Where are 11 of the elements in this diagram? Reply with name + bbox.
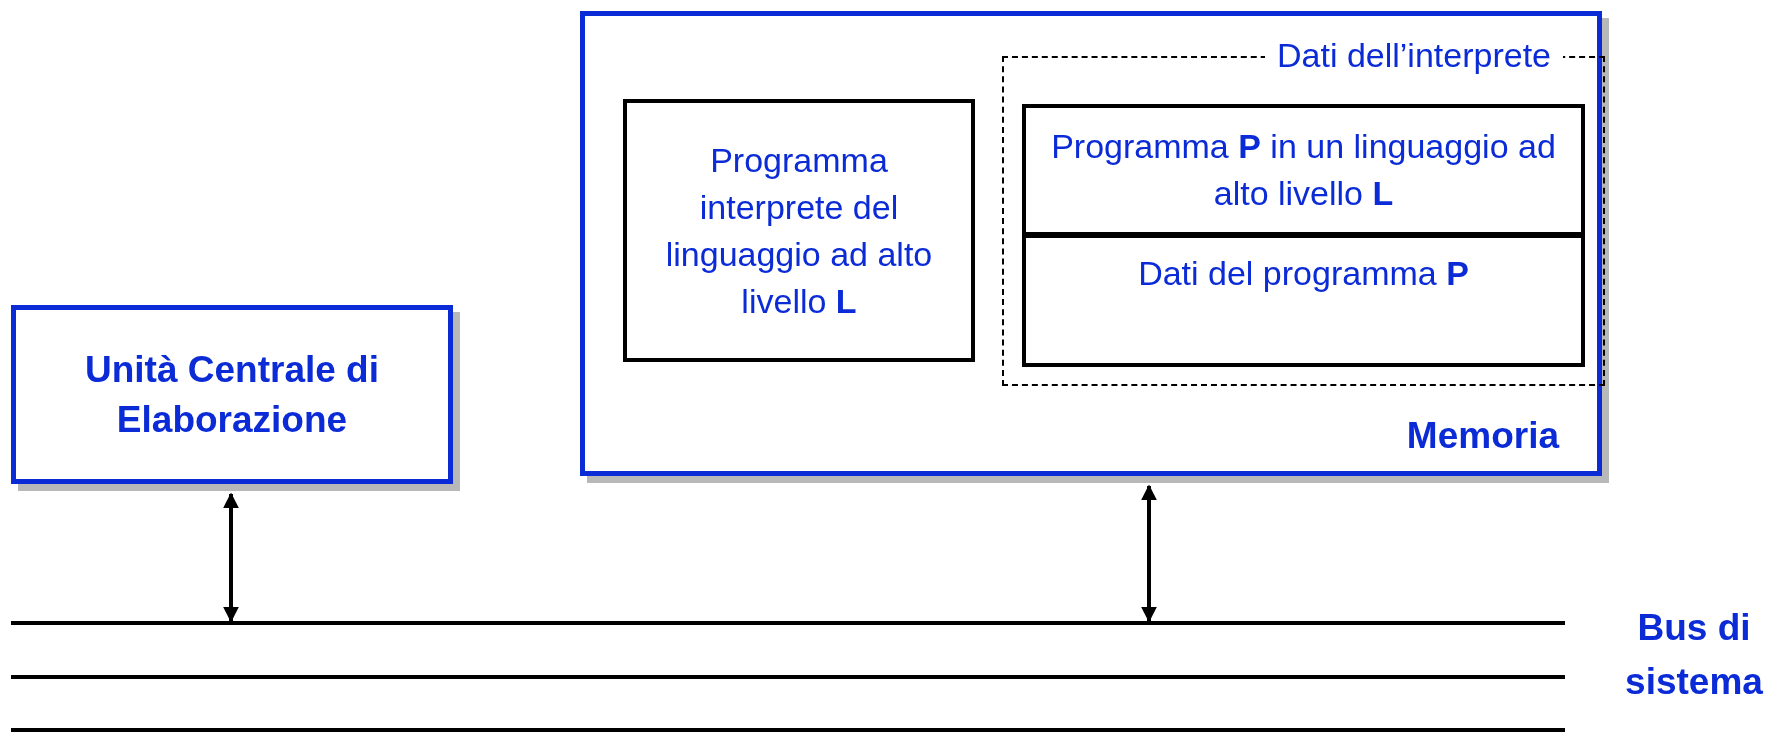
area-label: Programma P in un linguaggio ad alto livello L bbox=[1050, 126, 1557, 214]
cpu-label: Unità Centrale di Elaborazione bbox=[84, 347, 380, 442]
area-label: Programma interprete del linguaggio ad alto livello L bbox=[664, 139, 934, 322]
memory-label: Memoria bbox=[1406, 414, 1559, 458]
bus-label: Bus di sistema bbox=[1624, 606, 1764, 704]
area-label: Dati del programma P bbox=[1138, 253, 1469, 294]
memory-area-box bbox=[1022, 104, 1585, 236]
memory-area-box bbox=[623, 99, 975, 362]
double-arrow bbox=[1141, 484, 1157, 623]
memory-area-box bbox=[1022, 234, 1585, 367]
double-arrow bbox=[223, 492, 239, 623]
